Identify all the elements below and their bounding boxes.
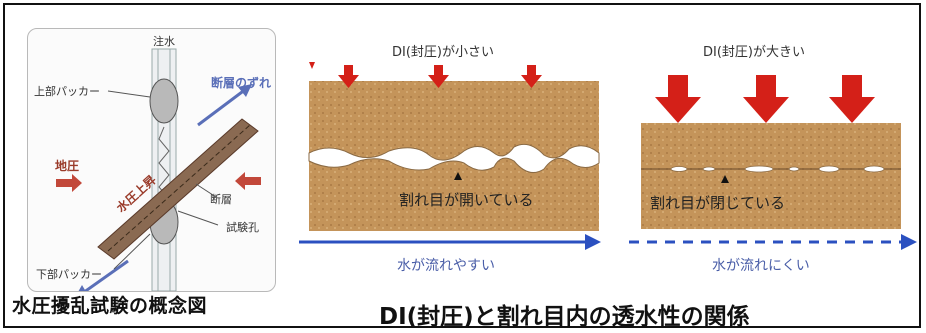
closed-crack-label: 割れ目が閉じている (650, 194, 786, 212)
slip-arrow-down (83, 259, 129, 291)
upper-packer-label: 上部パッカー (34, 85, 100, 98)
upper-packer (149, 78, 179, 124)
fault-label: 断層 (210, 193, 232, 206)
rock-block-large (641, 123, 901, 229)
small-di-panel (299, 62, 601, 250)
flow-easy-label: 水が流れやすい (397, 258, 495, 274)
slip-arrow-up (197, 87, 247, 127)
figure-frame: 注水 上部パッカー 断層のずれ 地圧 水圧上昇 断層 試験孔 下部パッカー 水圧… (3, 3, 921, 330)
test-hole-label: 試験孔 (226, 221, 259, 234)
permeability-diagram-svg (299, 62, 917, 250)
pressure-arrow-right (235, 172, 261, 190)
large-di-title: DI(封圧)が大きい (703, 45, 805, 60)
water-injection-label: 注水 (153, 35, 175, 48)
concept-diagram-caption: 水圧擾乱試験の概念図 (12, 295, 208, 317)
concept-diagram-panel: 注水 上部パッカー 断層のずれ 地圧 水圧上昇 断層 試験孔 下部パッカー (27, 28, 276, 292)
open-crack (308, 143, 600, 174)
fault-slip-label: 断層のずれ (211, 76, 272, 90)
open-crack-label: 割れ目が開いている (399, 191, 534, 209)
flow-hard-label: 水が流れにくい (712, 258, 810, 274)
small-di-title: DI(封圧)が小さい (392, 45, 494, 60)
concept-diagram-svg (56, 48, 261, 291)
permeability-caption: DI(封圧)と割れ目内の透水性の関係 (379, 304, 750, 330)
water-pressure-label: 地圧 (55, 159, 80, 173)
large-di-panel (629, 75, 917, 250)
pressure-arrow-left (56, 174, 82, 192)
lower-packer-label: 下部パッカー (36, 268, 102, 281)
